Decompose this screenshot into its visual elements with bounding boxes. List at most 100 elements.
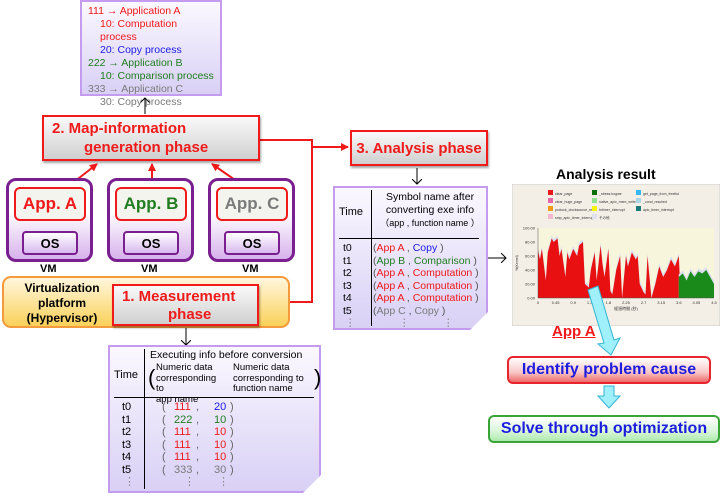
series-area bbox=[678, 270, 714, 298]
symbol-app: App A bbox=[376, 242, 404, 254]
map-info-generation-phase-box: 2. Map-information generation phase bbox=[42, 115, 260, 161]
os-box: OS bbox=[22, 231, 78, 255]
exec-app-num: 111 bbox=[174, 451, 191, 463]
legend-swatch bbox=[636, 206, 641, 211]
symbol-row: t5 (App C , Copy ) bbox=[343, 304, 446, 317]
exec-row: t1 ( 222 , 10 ) bbox=[122, 413, 234, 426]
legend-swatch bbox=[592, 206, 597, 211]
symbol-time: t2 bbox=[343, 267, 352, 279]
legend-swatch bbox=[592, 214, 597, 219]
exec-fn-num: 10 bbox=[214, 451, 227, 463]
app-label: App. B bbox=[123, 194, 179, 213]
mapping-line: 222 → Application B bbox=[88, 57, 183, 69]
legend-label: native_apic_mem_write bbox=[599, 200, 636, 204]
mapping-line: 20: Copy process bbox=[100, 44, 182, 56]
symbol-time: t4 bbox=[343, 292, 352, 304]
symbol-app: App B bbox=[376, 254, 406, 267]
legend-swatch bbox=[548, 190, 553, 195]
platform-line3: (Hypervisor) bbox=[26, 311, 98, 325]
exec-time-header: Time bbox=[114, 369, 139, 381]
y-tick-label: 40.00 bbox=[525, 268, 536, 273]
measurement-phase-box: 1. Measurement phase bbox=[112, 284, 259, 326]
vm-container: App. C OS bbox=[208, 178, 295, 262]
x-tick-label: 0.9 bbox=[570, 300, 576, 305]
mapping-line: 30: Copy process bbox=[100, 96, 182, 108]
analysis-phase-box: 3. Analysis phase bbox=[350, 130, 488, 166]
exec-fn-num: 10 bbox=[214, 413, 227, 426]
platform-line2: platform bbox=[38, 296, 86, 310]
symbol-fn: Computation bbox=[412, 279, 473, 292]
legend-label: apic_timer_interrupt bbox=[643, 208, 674, 212]
symbol-row: t4 (App A , Computation ) bbox=[343, 292, 479, 304]
os-box: OS bbox=[224, 231, 280, 255]
measurement-line1: 1. Measurement bbox=[122, 288, 236, 305]
symbol-time: t1 bbox=[343, 254, 352, 267]
symbol-app: App C bbox=[376, 304, 406, 317]
symbol-app: App A bbox=[376, 267, 404, 279]
arrow-chart-to-identify bbox=[587, 285, 622, 356]
exec-header-text: corresponding to bbox=[156, 372, 217, 394]
legend-label: clear_huge_page bbox=[555, 200, 582, 204]
x-tick-label: 1.8 bbox=[606, 300, 612, 305]
legend-label: pvclock_clocksource_read bbox=[555, 208, 596, 212]
symbol-time: t0 bbox=[343, 242, 352, 254]
symbol-time: t3 bbox=[343, 279, 352, 292]
legend-swatch bbox=[548, 214, 553, 219]
exec-row: t0 ( 111 , 20 ) bbox=[122, 401, 234, 413]
y-axis-label: %(Kernel) bbox=[515, 255, 519, 271]
series-area bbox=[538, 238, 681, 298]
x-tick-label: 3.15 bbox=[657, 300, 666, 305]
y-tick-label: 60.00 bbox=[525, 254, 536, 259]
symbol-fn: Copy bbox=[412, 242, 438, 254]
symbol-time-header: Time bbox=[339, 206, 364, 218]
app-a-label: App A bbox=[552, 323, 596, 340]
x-tick-label: 4.5 bbox=[711, 300, 717, 305]
x-tick-label: 1.35 bbox=[587, 300, 596, 305]
x-tick-label: 0.45 bbox=[552, 300, 561, 305]
exec-row: t4 ( 111 , 10 ) bbox=[122, 451, 234, 463]
legend-label: get_page_from_freelist bbox=[643, 192, 679, 196]
symbol-header-3: （app , function name ） bbox=[380, 218, 480, 228]
legend-label: hrtimer_interrupt bbox=[599, 208, 625, 212]
identify-label: Identify problem cause bbox=[521, 361, 697, 378]
x-tick-label: 2.7 bbox=[641, 300, 647, 305]
connector-map-to-analysis bbox=[260, 139, 313, 303]
symbol-fn: Computation bbox=[412, 292, 473, 304]
exec-fn-num: 20 bbox=[214, 401, 227, 413]
exec-time: t1 bbox=[122, 413, 132, 426]
vm-container: App. A OS bbox=[6, 178, 93, 262]
symbol-app: App A bbox=[376, 292, 404, 304]
exec-fn-num: 10 bbox=[214, 438, 227, 451]
symbol-app: App A bbox=[376, 279, 404, 292]
legend-swatch bbox=[636, 198, 641, 203]
app-label: App. C bbox=[224, 194, 280, 213]
mapping-line: 10: Computation process bbox=[100, 18, 178, 43]
x-tick-label: 4.05 bbox=[693, 300, 702, 305]
y-tick-label: 80.00 bbox=[525, 240, 536, 245]
app-box: App. A bbox=[14, 187, 86, 221]
exec-app-num: 222 bbox=[174, 413, 193, 426]
exec-header-text: Numeric data bbox=[156, 362, 213, 373]
app-label: App. A bbox=[22, 194, 78, 213]
mapping-line: 111 → Application A bbox=[88, 5, 181, 17]
symbol-row: t0 (App A , Copy ) bbox=[343, 242, 444, 254]
y-tick-label: 0.00 bbox=[527, 296, 536, 301]
y-tick-label: 20.00 bbox=[525, 282, 536, 287]
app-box: App. B bbox=[115, 187, 187, 221]
app-box: App. C bbox=[216, 187, 288, 221]
exec-time: t4 bbox=[122, 451, 132, 463]
vm-label: VM bbox=[242, 263, 259, 275]
symbol-name-note: Time Symbol name after converting exe in… bbox=[333, 186, 488, 330]
mapping-line: 333 → Application C bbox=[88, 83, 184, 95]
analysis-result-title: Analysis result bbox=[556, 166, 656, 182]
exec-row: t5 ( 333 , 30 ) bbox=[122, 463, 234, 476]
exec-app-num: 333 bbox=[174, 463, 193, 476]
solve-label: Solve through optimization bbox=[500, 420, 708, 437]
exec-info-note: Time Executing info before conversion ( … bbox=[108, 345, 321, 493]
vm-label: VM bbox=[40, 263, 57, 275]
symbol-row: t3 (App A , Computation ) bbox=[343, 279, 479, 292]
exec-fn-num: 10 bbox=[214, 426, 227, 438]
